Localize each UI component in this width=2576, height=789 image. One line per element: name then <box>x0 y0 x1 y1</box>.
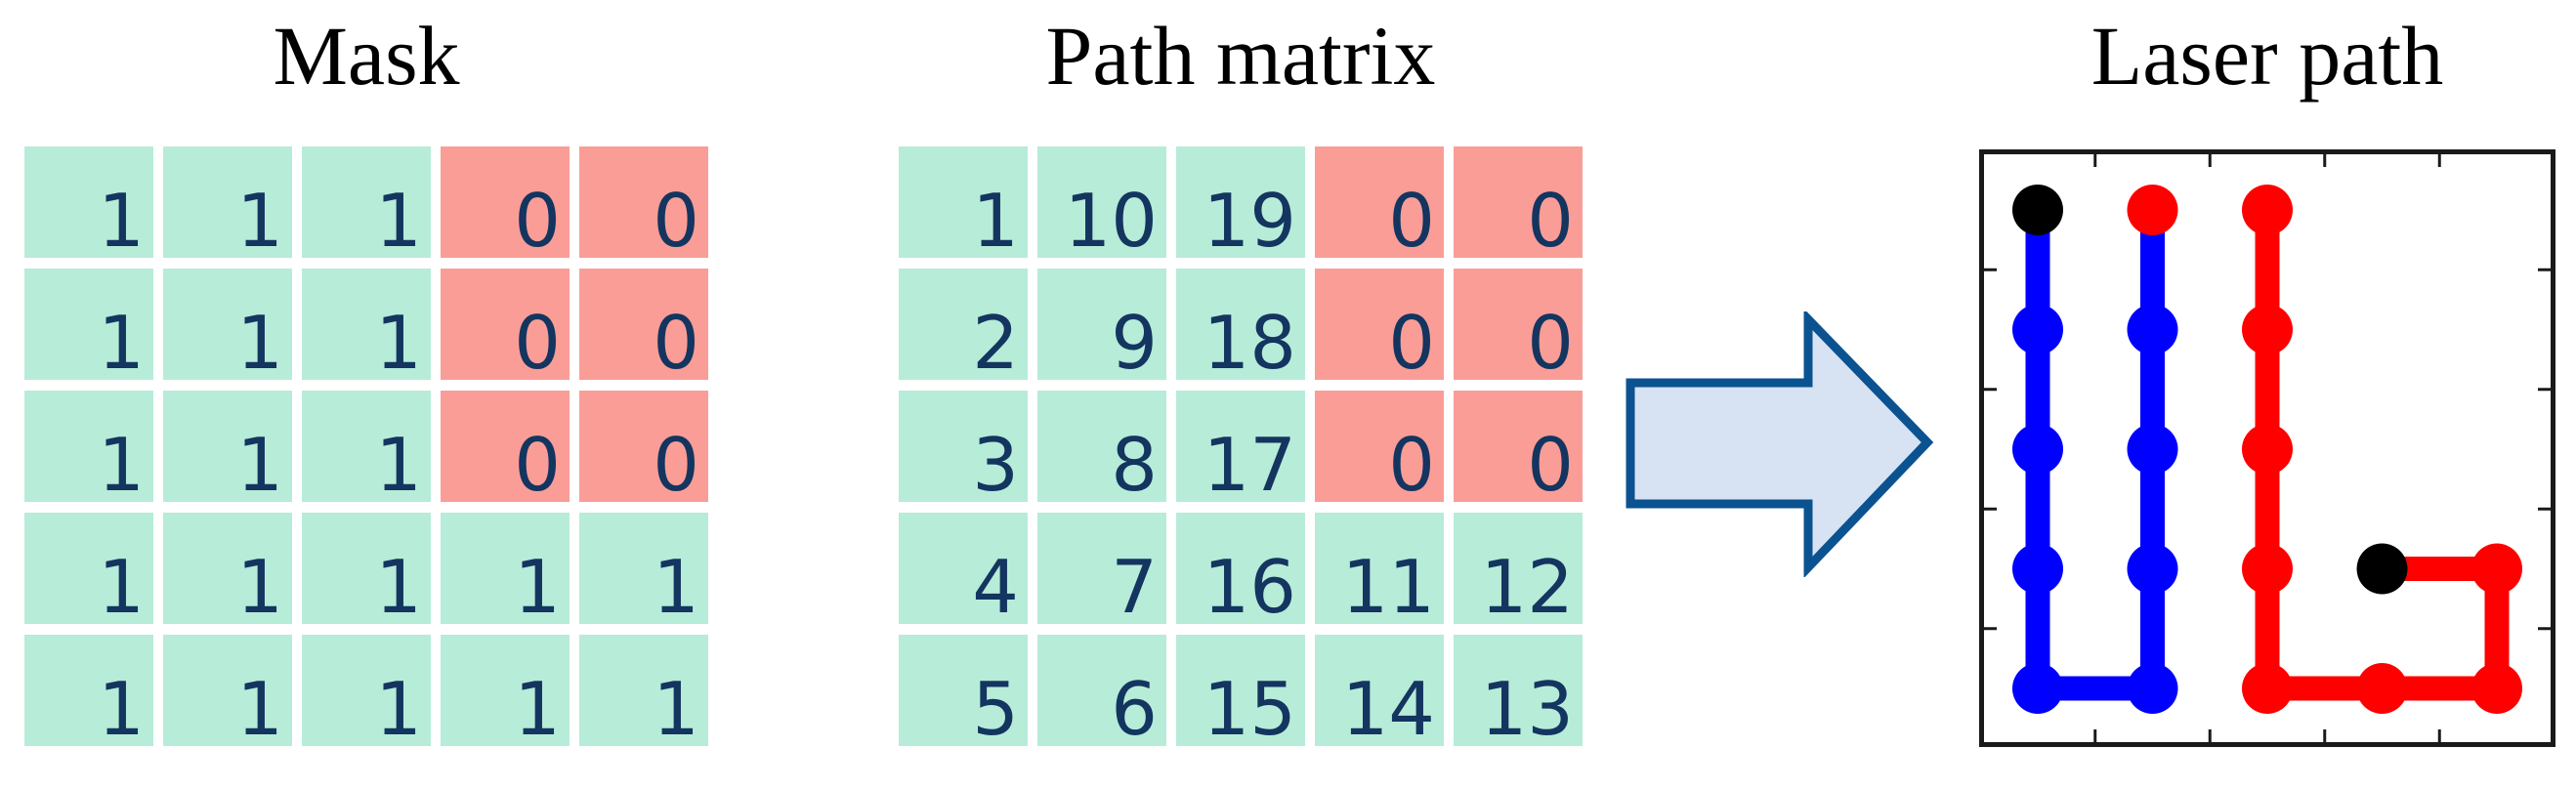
matrix-cell: 0 <box>441 269 570 380</box>
laser-path-panel-title: Laser path <box>2090 9 2444 103</box>
laser-marker <box>2012 304 2063 355</box>
laser-marker <box>2242 304 2293 355</box>
laser-marker <box>2242 424 2293 475</box>
matrix-cell: 13 <box>1454 635 1583 746</box>
matrix-cell: 1 <box>302 146 431 258</box>
laser-path-plot <box>1984 154 2551 742</box>
laser-marker <box>2356 663 2408 714</box>
laser-pass-2-red <box>2255 210 2510 701</box>
laser-marker-end <box>2127 185 2178 235</box>
matrix-cell: 19 <box>1176 146 1305 258</box>
laser-marker <box>2012 663 2063 714</box>
matrix-cell: 1 <box>441 635 570 746</box>
matrix-cell: 11 <box>1315 513 1444 624</box>
matrix-cell: 8 <box>1037 391 1166 502</box>
matrix-cell: 1 <box>24 146 153 258</box>
laser-path-plot-box <box>1979 149 2555 747</box>
matrix-cell: 17 <box>1176 391 1305 502</box>
right-arrow-shape <box>1626 311 1934 577</box>
matrix-cell: 1 <box>24 269 153 380</box>
laser-marker <box>2012 543 2063 595</box>
laser-marker <box>2127 424 2178 475</box>
laser-marker <box>2242 543 2293 595</box>
matrix-cell: 9 <box>1037 269 1166 380</box>
right-arrow-icon <box>1626 311 1934 577</box>
matrix-cell: 0 <box>579 146 708 258</box>
matrix-cell: 0 <box>1454 269 1583 380</box>
laser-marker <box>2127 543 2178 595</box>
matrix-cell: 6 <box>1037 635 1166 746</box>
matrix-cell: 0 <box>1315 391 1444 502</box>
matrix-cell: 0 <box>441 391 570 502</box>
matrix-cell: 0 <box>579 391 708 502</box>
matrix-cell: 16 <box>1176 513 1305 624</box>
matrix-cell: 12 <box>1454 513 1583 624</box>
matrix-cell: 0 <box>1315 146 1444 258</box>
matrix-cell: 0 <box>1454 146 1583 258</box>
matrix-cell: 1 <box>24 391 153 502</box>
matrix-cell: 1 <box>899 146 1028 258</box>
path-matrix-panel-title: Path matrix <box>1045 9 1436 103</box>
matrix-cell: 1 <box>441 513 570 624</box>
matrix-cell: 18 <box>1176 269 1305 380</box>
matrix-cell: 0 <box>579 269 708 380</box>
matrix-cell: 1 <box>302 269 431 380</box>
laser-marker <box>2471 663 2522 714</box>
matrix-cell: 4 <box>899 513 1028 624</box>
matrix-cell: 2 <box>899 269 1028 380</box>
matrix-cell: 1 <box>163 635 292 746</box>
matrix-cell: 10 <box>1037 146 1166 258</box>
laser-marker-start <box>2012 185 2063 235</box>
matrix-cell: 7 <box>1037 513 1166 624</box>
matrix-cell: 0 <box>441 146 570 258</box>
matrix-cell: 5 <box>899 635 1028 746</box>
matrix-cell: 1 <box>302 635 431 746</box>
laser-marker <box>2127 304 2178 355</box>
matrix-cell: 1 <box>24 513 153 624</box>
matrix-cell: 1 <box>163 391 292 502</box>
matrix-cell: 0 <box>1315 269 1444 380</box>
laser-marker-end <box>2242 185 2293 235</box>
matrix-cell: 1 <box>579 513 708 624</box>
matrix-cell: 1 <box>163 146 292 258</box>
matrix-cell: 1 <box>302 513 431 624</box>
laser-marker-start <box>2356 543 2408 595</box>
matrix-cell: 1 <box>24 635 153 746</box>
laser-marker <box>2471 543 2522 595</box>
matrix-cell: 1 <box>579 635 708 746</box>
matrix-cell: 3 <box>899 391 1028 502</box>
matrix-cell: 14 <box>1315 635 1444 746</box>
matrix-cell: 1 <box>302 391 431 502</box>
mask-panel-title: Mask <box>273 9 460 103</box>
laser-marker <box>2012 424 2063 475</box>
matrix-cell: 1 <box>163 513 292 624</box>
laser-marker <box>2127 663 2178 714</box>
matrix-cell: 1 <box>163 269 292 380</box>
laser-marker <box>2242 663 2293 714</box>
matrix-cell: 15 <box>1176 635 1305 746</box>
matrix-cell: 0 <box>1454 391 1583 502</box>
